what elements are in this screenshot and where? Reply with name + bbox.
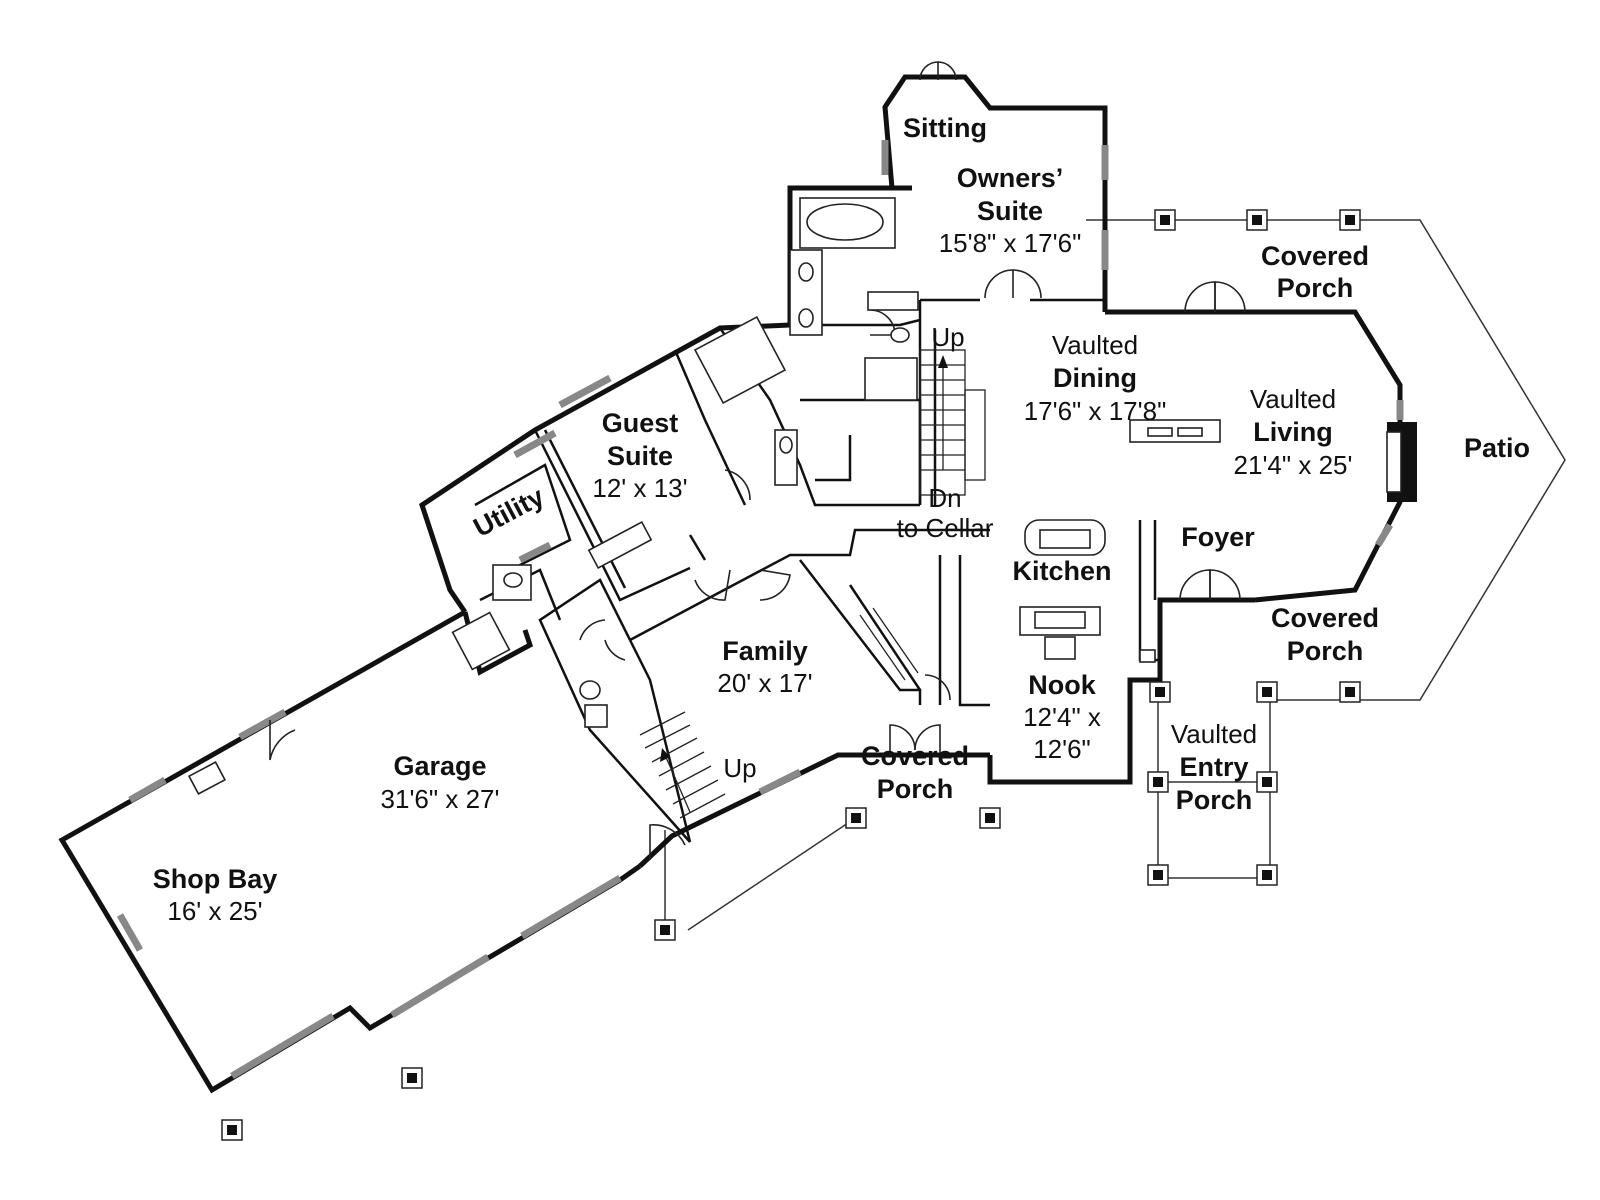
label-owners-suite-size: 15'8" x 17'6": [939, 228, 1082, 258]
label-nook-name: Nook: [1028, 670, 1096, 700]
fixtures: [187, 197, 1221, 795]
label-entry-porch-line1: Vaulted: [1171, 719, 1257, 749]
porch-post-core: [1252, 215, 1262, 225]
label-owners-suite-line1: Owners’: [957, 163, 1064, 193]
porch-post-core: [851, 813, 861, 823]
windows: [116, 140, 1404, 1080]
label-living-name: Living: [1253, 417, 1333, 447]
label-dn-line1: Dn: [928, 483, 961, 513]
label-sitting: Sitting: [903, 113, 987, 143]
label-kitchen: Kitchen: [1012, 556, 1111, 586]
porch-post-core: [1155, 687, 1165, 697]
label-covered-porch-family-line2: Porch: [877, 774, 954, 804]
label-entry-porch-line3: Porch: [1176, 785, 1253, 815]
label-family-size: 20' x 17': [717, 668, 812, 698]
porch-post-core: [1262, 777, 1272, 787]
label-dn-line2: to Cellar: [897, 513, 994, 543]
porch-post-core: [660, 925, 670, 935]
doors: [269, 269, 1246, 860]
label-guest-suite-line2: Suite: [607, 441, 673, 471]
label-covered-porch-family-line1: Covered: [861, 741, 969, 771]
label-owners-suite-line2: Suite: [977, 196, 1043, 226]
porch-post-core: [1262, 687, 1272, 697]
porch-post-core: [407, 1073, 417, 1083]
room-labels: Sitting Owners’ Suite 15'8" x 17'6" Cove…: [153, 113, 1530, 926]
porch-post-core: [1345, 215, 1355, 225]
porch-post-core: [985, 813, 995, 823]
porch-post-core: [1160, 215, 1170, 225]
label-garage-size: 31'6" x 27': [381, 784, 500, 814]
porch-post-core: [1262, 870, 1272, 880]
label-guest-suite-line1: Guest: [602, 408, 679, 438]
porch-posts: [221, 209, 1361, 1141]
porch-outlines: [664, 219, 1566, 931]
label-foyer: Foyer: [1181, 522, 1255, 552]
stairs: [639, 349, 986, 819]
exterior-walls: [58, 74, 1417, 1094]
label-dining-prefix: Vaulted: [1052, 330, 1138, 360]
label-stair-up: Up: [931, 322, 964, 352]
label-guest-suite-size: 12' x 13': [592, 473, 687, 503]
label-utility: Utility: [469, 481, 549, 543]
sitting-bay: [919, 61, 957, 81]
label-nook-size-line2: 12'6": [1033, 734, 1091, 764]
label-covered-porch-rear-line2: Porch: [1277, 273, 1354, 303]
label-entry-porch-line2: Entry: [1179, 752, 1248, 782]
porch-post-core: [1153, 870, 1163, 880]
label-garage-name: Garage: [393, 751, 486, 781]
porch-post-core: [227, 1125, 237, 1135]
porch-post-core: [1153, 777, 1163, 787]
label-nook-size-line1: 12'4" x: [1023, 702, 1101, 732]
label-living-prefix: Vaulted: [1250, 384, 1336, 414]
label-patio: Patio: [1464, 433, 1530, 463]
label-dining-name: Dining: [1053, 363, 1137, 393]
label-shop-bay-size: 16' x 25': [167, 896, 262, 926]
label-covered-porch-front-line1: Covered: [1271, 603, 1379, 633]
label-covered-porch-front-line2: Porch: [1287, 636, 1364, 666]
label-family-name: Family: [722, 636, 808, 666]
label-covered-porch-rear-line1: Covered: [1261, 241, 1369, 271]
label-living-size: 21'4" x 25': [1234, 450, 1353, 480]
porch-post-core: [1345, 687, 1355, 697]
label-shop-bay-name: Shop Bay: [153, 864, 278, 894]
label-dining-size: 17'6" x 17'8": [1024, 396, 1167, 426]
label-garage-stair-up: Up: [723, 753, 756, 783]
